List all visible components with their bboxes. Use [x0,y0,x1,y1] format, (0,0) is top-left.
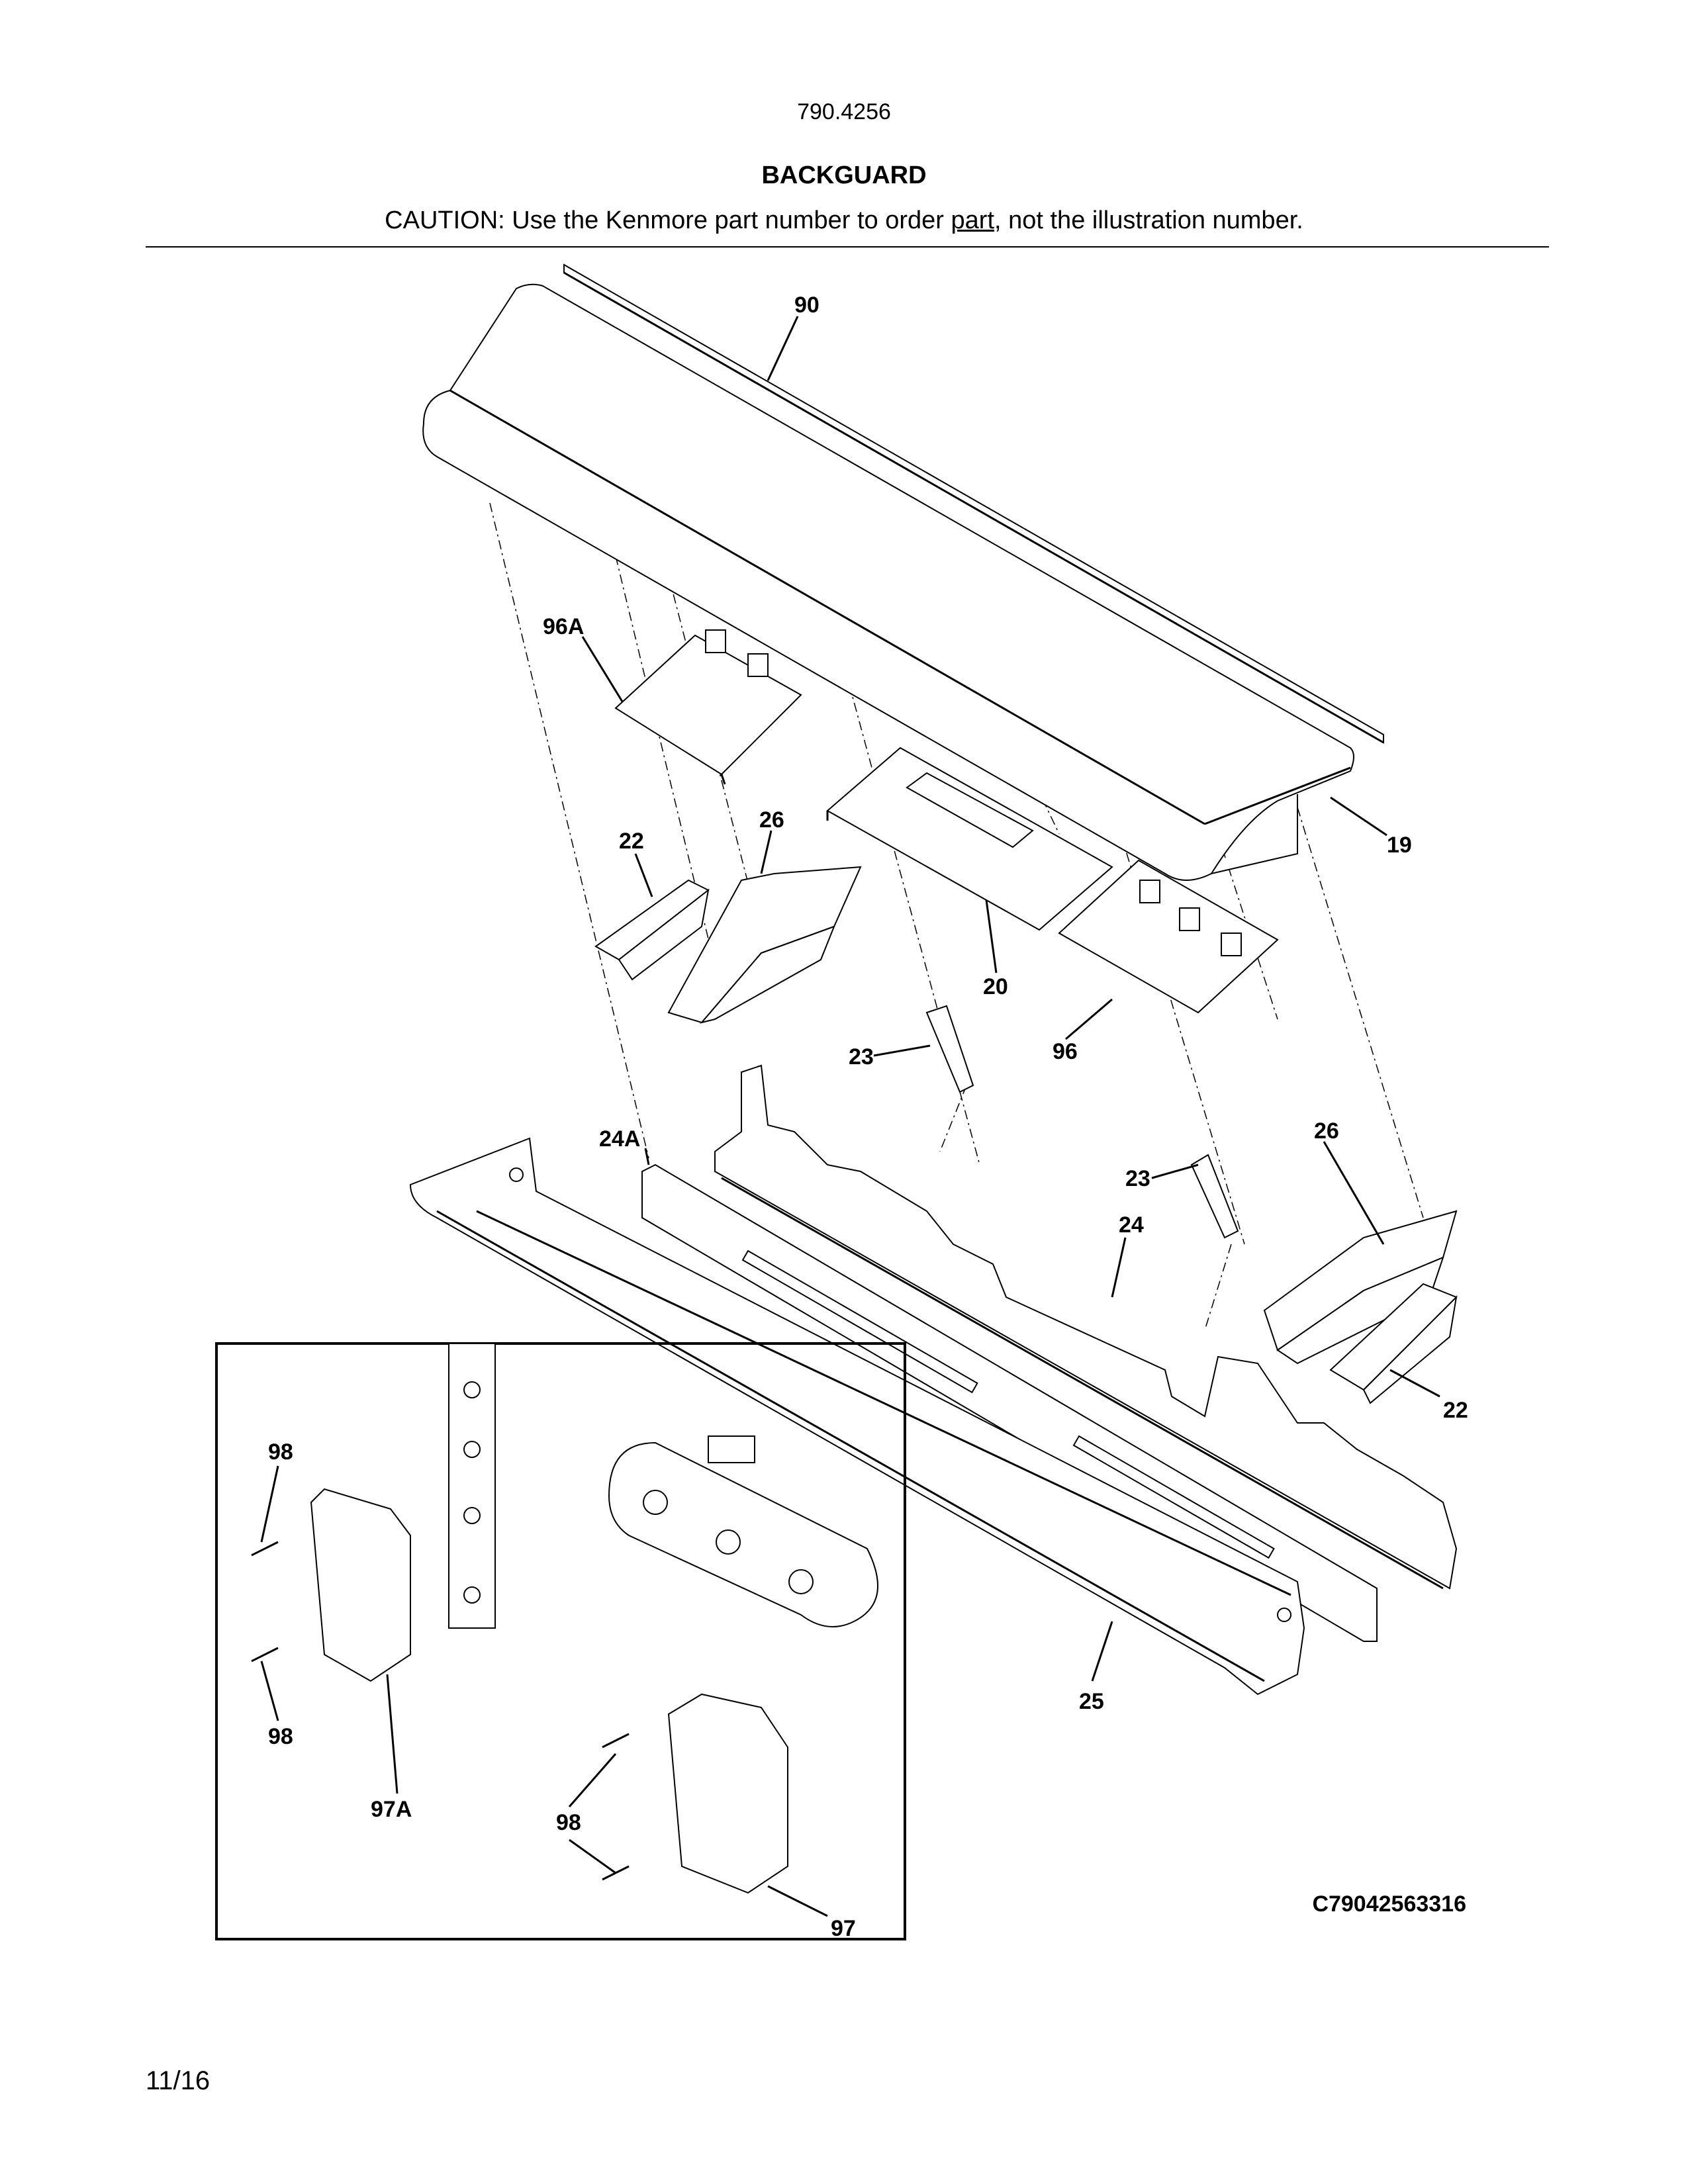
bracket-26-left-part [667,866,862,1024]
callout-23-right: 23 [1125,1166,1150,1191]
callout-23-left: 23 [849,1044,874,1069]
inset-detail-box [215,1342,906,1940]
control-board-96-part [1058,859,1279,1014]
caution-text-end: , not the illustration number. [994,206,1303,234]
caution-text-start: CAUTION: Use the Kenmore part number to … [385,206,951,234]
callout-19: 19 [1387,833,1412,858]
control-board-96a-part [614,629,802,785]
callout-24a: 24A [599,1126,640,1152]
callout-97a: 97A [371,1797,412,1822]
callout-97: 97 [831,1916,856,1941]
page-title: BACKGUARD [761,161,927,189]
callout-90: 90 [794,293,820,318]
leader-lines [260,316,1440,1917]
callout-96: 96 [1053,1039,1078,1064]
header-rule [146,246,1549,248]
callout-24: 24 [1119,1212,1144,1238]
caution-note: CAUTION: Use the Kenmore part number to … [0,206,1688,235]
bracket-22-right-part [1329,1283,1458,1404]
model-number: 790.4256 [797,99,891,124]
backguard-housing-part [422,283,1354,881]
bracket-23-parts [925,1005,1239,1239]
callout-98-lower: 98 [268,1724,293,1749]
panel-24-part [714,1064,1458,1590]
bracket-26-right-part [1263,1210,1458,1365]
callout-26-left: 26 [759,807,784,833]
callout-22-left: 22 [619,829,644,854]
caution-text-underlined: part [951,206,994,234]
control-board-20-part [826,747,1113,931]
bracket-22-left-part [594,879,710,981]
diagram-code: C79042563316 [1312,1891,1466,1917]
callout-98-upper: 98 [268,1439,293,1465]
callout-26-right: 26 [1314,1118,1339,1144]
callout-96a: 96A [543,614,584,639]
lower-trough-25-part [409,1137,1305,1696]
panel-24a-part [641,1163,1378,1642]
revision-date: 11/16 [146,2066,211,2095]
trim-strip-part [563,263,1384,744]
callout-25: 25 [1079,1689,1104,1714]
callout-20: 20 [983,974,1008,999]
callout-22-right: 22 [1443,1398,1468,1423]
callout-98-inset: 98 [556,1810,581,1835]
